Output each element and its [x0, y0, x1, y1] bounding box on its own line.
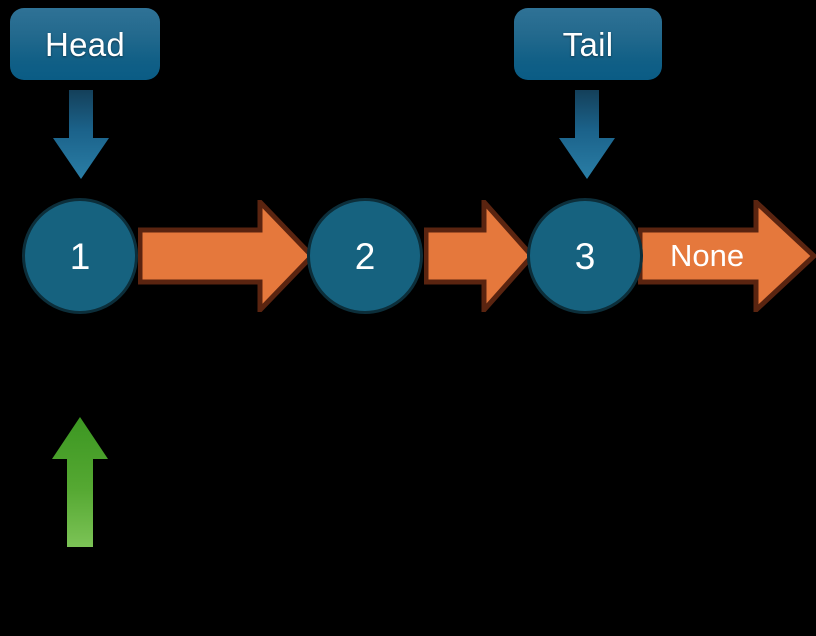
node-3-label: 3 [574, 235, 596, 277]
highlight-up-arrow-icon [52, 417, 108, 547]
node-circle-1[interactable]: 1 [22, 198, 138, 314]
arrow-head-to-node-1-icon [53, 90, 109, 179]
node-1-label: 1 [69, 235, 91, 277]
arrow-tail-to-node-3-icon [559, 90, 615, 179]
pointer-box-head[interactable]: Head [10, 8, 160, 80]
node-circle-3[interactable]: 3 [527, 198, 643, 314]
pointer-box-tail-label: Tail [562, 25, 614, 63]
link-arrow-node-1-to-node-2-icon[interactable] [138, 200, 314, 312]
link-arrow-none-label: None [670, 238, 745, 273]
link-arrow-node-3-to-none-icon[interactable] [638, 200, 816, 312]
pointer-box-tail[interactable]: Tail [514, 8, 662, 80]
link-arrow-node-2-to-node-3-icon[interactable] [424, 200, 534, 312]
node-circle-2[interactable]: 2 [307, 198, 423, 314]
node-2-label: 2 [354, 235, 376, 277]
pointer-box-head-label: Head [44, 25, 126, 63]
